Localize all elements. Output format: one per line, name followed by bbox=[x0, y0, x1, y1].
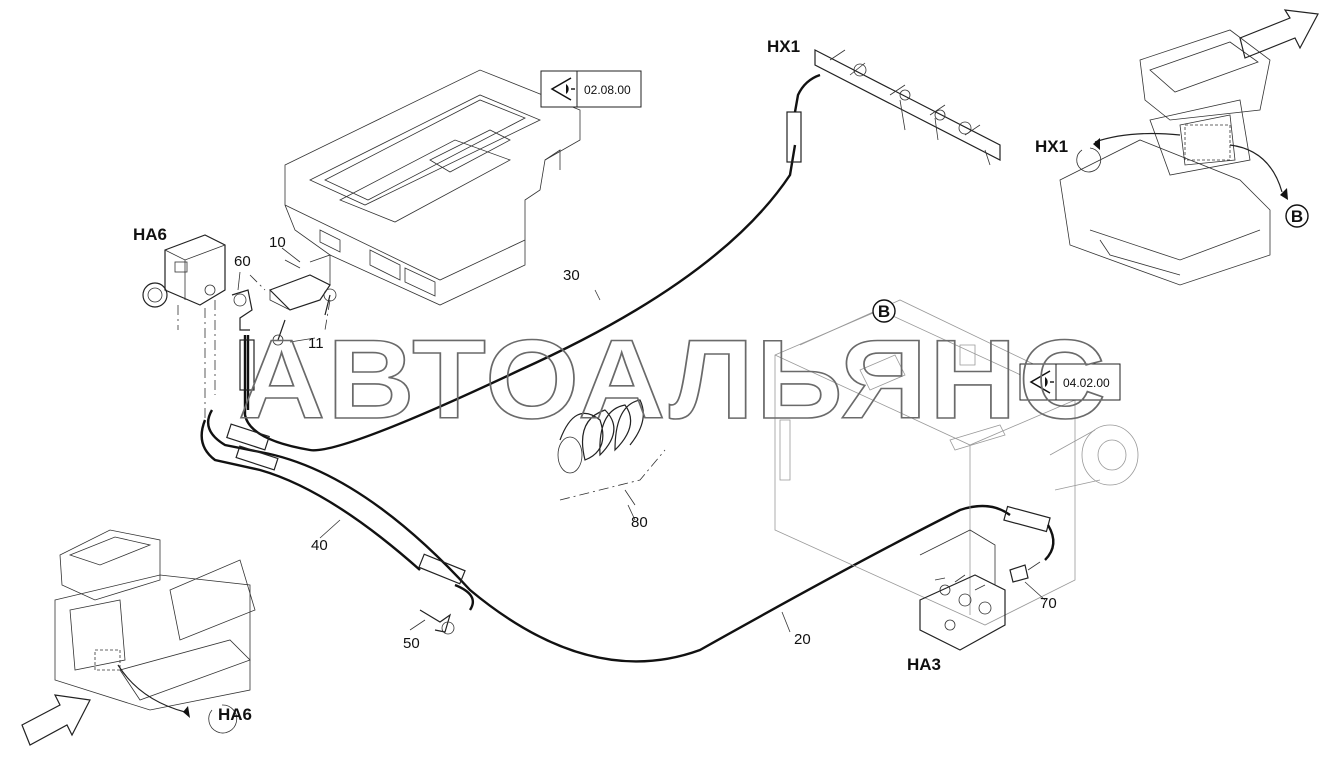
label-ha6-top: HA6 bbox=[133, 225, 167, 244]
eye-view-icon bbox=[550, 77, 575, 101]
arrow-icon-top bbox=[1239, 9, 1319, 59]
part-number-40: 40 bbox=[311, 537, 328, 554]
arrow-icon-bottom bbox=[21, 694, 91, 746]
fitting-50 bbox=[419, 609, 455, 635]
part-number-50: 50 bbox=[403, 635, 420, 652]
cabin-housing bbox=[284, 69, 581, 306]
b-label-main: B bbox=[878, 302, 890, 321]
eye-view-icon bbox=[1029, 370, 1054, 394]
b-label-inset: B bbox=[1291, 207, 1303, 226]
screws-11 bbox=[272, 288, 337, 346]
fitting-60 bbox=[231, 289, 253, 331]
spiral-guard-80 bbox=[557, 399, 666, 506]
rotate-arrow-icon-ha6 bbox=[208, 704, 238, 734]
hose-30 bbox=[239, 73, 821, 452]
ha3-valve bbox=[919, 529, 1006, 651]
part-number-10: 10 bbox=[269, 234, 286, 251]
part-number-80: 80 bbox=[631, 514, 648, 531]
arrow-head-hx1 bbox=[1093, 138, 1100, 150]
bracket-10 bbox=[249, 254, 331, 311]
label-ha3: HA3 bbox=[907, 655, 941, 674]
ha6-valve-block bbox=[142, 234, 226, 420]
machine-inset-bottom bbox=[54, 529, 256, 713]
part-number-70: 70 bbox=[1040, 595, 1057, 612]
hx1-manifold bbox=[814, 49, 1001, 166]
part-number-11: 11 bbox=[308, 335, 324, 352]
label-hx1-top: HX1 bbox=[767, 37, 800, 56]
hose-40 bbox=[200, 409, 1055, 663]
rotate-arrow-icon-hx1 bbox=[1076, 147, 1102, 173]
arrow-head-b bbox=[1280, 188, 1288, 200]
circle-b-main: B bbox=[872, 299, 896, 323]
circle-b-inset: B bbox=[1285, 204, 1309, 228]
fitting-70 bbox=[1009, 561, 1041, 583]
label-hx1-inset: HX1 bbox=[1035, 137, 1068, 156]
label-ha6-inset: HA6 bbox=[218, 705, 252, 724]
part-number-20: 20 bbox=[794, 631, 811, 648]
arrow-head-ha6 bbox=[183, 706, 190, 718]
part-number-60: 60 bbox=[234, 253, 251, 270]
watermark: АВТОАЛЬЯНС bbox=[238, 317, 1108, 442]
machine-inset-top bbox=[1059, 29, 1283, 286]
part-number-30: 30 bbox=[563, 267, 580, 284]
view-ref-04-02-00[interactable]: 04.02.00 bbox=[1019, 363, 1121, 401]
ref-code-2: 04.02.00 bbox=[1063, 376, 1110, 390]
leader-lines bbox=[237, 247, 1046, 633]
view-ref-02-08-00[interactable]: 02.08.00 bbox=[540, 70, 642, 108]
ref-code-1: 02.08.00 bbox=[584, 83, 631, 97]
